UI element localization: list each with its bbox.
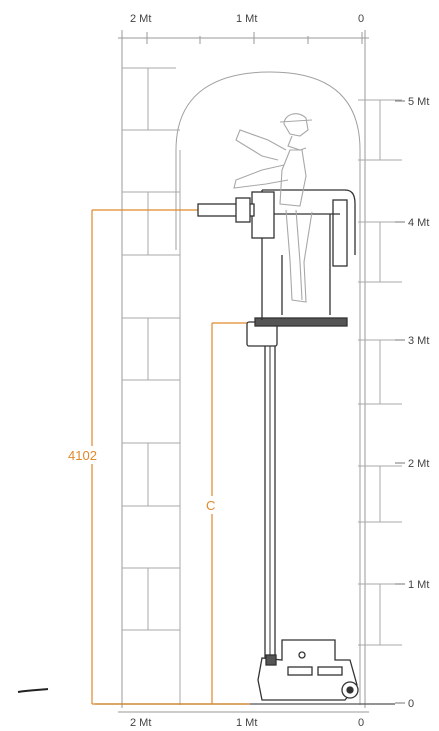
left-grid-lines (122, 67, 181, 705)
right-axis-label-1mt: 1 Mt (408, 579, 429, 591)
dimension-c (211, 322, 268, 704)
c-label-background (204, 496, 220, 514)
platform-height-label: C (206, 498, 215, 513)
right-axis-ticks (395, 100, 405, 704)
right-axis-label-2mt: 2 Mt (408, 458, 429, 470)
bottom-axis-label-0: 0 (358, 717, 364, 729)
right-axis-label-4mt: 4 Mt (408, 217, 429, 229)
top-axis-label-0: 0 (358, 13, 364, 25)
ground-edge-mark (17, 688, 49, 693)
top-axis-label-1mt: 1 Mt (236, 13, 257, 25)
right-axis-label-3mt: 3 Mt (408, 335, 429, 347)
bottom-axis-label-1mt: 1 Mt (236, 717, 257, 729)
right-axis-label-0: 0 (408, 698, 414, 710)
bottom-axis-label-2mt: 2 Mt (130, 717, 151, 729)
working-envelope-arch (175, 71, 361, 705)
grid-frame (118, 30, 369, 708)
lift-machine (197, 189, 359, 701)
operator-figure (233, 113, 313, 303)
height-dimension-label: 4102 (68, 448, 97, 463)
top-axis-label-2mt: 2 Mt (130, 13, 151, 25)
right-axis-label-5mt: 5 Mt (408, 96, 429, 108)
height-label-background (66, 446, 118, 464)
right-grid-lines (358, 99, 402, 646)
